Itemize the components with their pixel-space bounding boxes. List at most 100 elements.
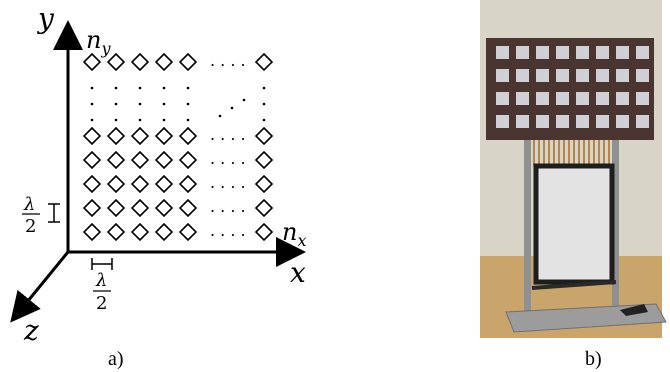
antenna-element [254, 222, 274, 242]
ellipsis-dot [138, 118, 142, 122]
ellipsis-dot [262, 118, 266, 122]
patch-element [536, 69, 549, 82]
patch-element [516, 115, 529, 128]
patch-element [596, 92, 609, 105]
ellipsis-dots [90, 86, 266, 122]
antenna-element [106, 126, 126, 146]
antenna-element [106, 198, 126, 218]
ellipsis-dot [90, 102, 94, 106]
reflector-bottom-bar [531, 280, 617, 290]
antenna-element [154, 52, 174, 72]
antenna-element [82, 150, 102, 170]
vertical-spacing-denominator: 2 [25, 216, 36, 237]
diagonal-ellipsis-dot [242, 98, 246, 102]
patch-element [496, 92, 509, 105]
antenna-element [254, 52, 274, 72]
ny-label: ny [86, 26, 111, 58]
row-ellipsis: . . . . [210, 197, 246, 216]
patch-element [556, 46, 569, 59]
patch-element [536, 46, 549, 59]
ellipsis-dot [114, 118, 118, 122]
antenna-element [130, 52, 150, 72]
patch-element [576, 69, 589, 82]
antenna-element [106, 174, 126, 194]
patch-element [556, 115, 569, 128]
antenna-element [154, 150, 174, 170]
ellipsis-dot [162, 86, 166, 90]
antenna-element [254, 150, 274, 170]
antenna-element [106, 52, 126, 72]
row-ellipsis: . . . . [210, 221, 246, 240]
reflector-panel [533, 163, 615, 285]
patch-element [596, 69, 609, 82]
antenna-element [154, 222, 174, 242]
ellipsis-dot [262, 102, 266, 106]
diagonal-ellipsis-dot [218, 114, 222, 118]
vertical-spacing-numerator: λ [23, 194, 35, 215]
patch-element [496, 46, 509, 59]
left-support-post [524, 120, 531, 314]
ellipsis-dot [90, 86, 94, 90]
patch-element [516, 92, 529, 105]
antenna-element [106, 222, 126, 242]
patch-element [516, 69, 529, 82]
antenna-element [154, 174, 174, 194]
ellipsis-dot [114, 102, 118, 106]
patch-element [496, 115, 509, 128]
antenna-element [178, 52, 198, 72]
patch-element [576, 115, 589, 128]
panel-b-caption: b) [585, 348, 602, 370]
z-axis-label: z [23, 314, 39, 347]
antenna-element [82, 198, 102, 218]
ellipsis-dot [114, 86, 118, 90]
patch-element [616, 115, 629, 128]
patch-element [536, 92, 549, 105]
antenna-element [130, 174, 150, 194]
patch-element [576, 92, 589, 105]
horizontal-spacing-denominator: 2 [96, 293, 107, 314]
patch-element [596, 115, 609, 128]
patch-element [616, 69, 629, 82]
diagonal-ellipsis-dot [230, 106, 234, 110]
patch-element [616, 46, 629, 59]
ellipsis-dot [90, 118, 94, 122]
row-ellipsis: . . . . [210, 51, 246, 70]
antenna-element [254, 174, 274, 194]
row-ellipsis: . . . . [210, 125, 246, 144]
antenna-element [154, 198, 174, 218]
patch-element [596, 46, 609, 59]
patch-element [636, 69, 649, 82]
patch-element [636, 46, 649, 59]
antenna-element [130, 222, 150, 242]
ellipsis-dot [262, 86, 266, 90]
antenna-element [178, 150, 198, 170]
patch-element [556, 92, 569, 105]
antenna-element [254, 198, 274, 218]
ellipsis-dot [162, 102, 166, 106]
row-ellipsis: . . . . [210, 173, 246, 192]
row-ellipsis: . . . . [210, 149, 246, 168]
patch-element [536, 115, 549, 128]
z-axis [10, 251, 70, 323]
antenna-element [178, 174, 198, 194]
antenna-element [82, 52, 102, 72]
patch-element-grid [496, 46, 649, 128]
patch-element [636, 115, 649, 128]
patch-element [576, 46, 589, 59]
antenna-element [178, 126, 198, 146]
antenna-element [178, 198, 198, 218]
antenna-element [130, 126, 150, 146]
vertical-spacing-marker: λ 2 [22, 194, 60, 237]
patch-element [636, 92, 649, 105]
panel-a-caption: a) [108, 348, 124, 370]
antenna-element [82, 174, 102, 194]
ellipsis-dot [138, 102, 142, 106]
antenna-element [178, 222, 198, 242]
antenna-element [254, 126, 274, 146]
array-geometry-diagram: y x z ny nx . . . .. . . .. . . .. . . .… [10, 2, 307, 370]
antenna-element [82, 126, 102, 146]
feed-lines [533, 140, 610, 166]
antenna-element [154, 126, 174, 146]
patch-element [496, 69, 509, 82]
antenna-element-grid: . . . . . . . . . . . . . . . . . . . . . . .… [82, 51, 274, 242]
